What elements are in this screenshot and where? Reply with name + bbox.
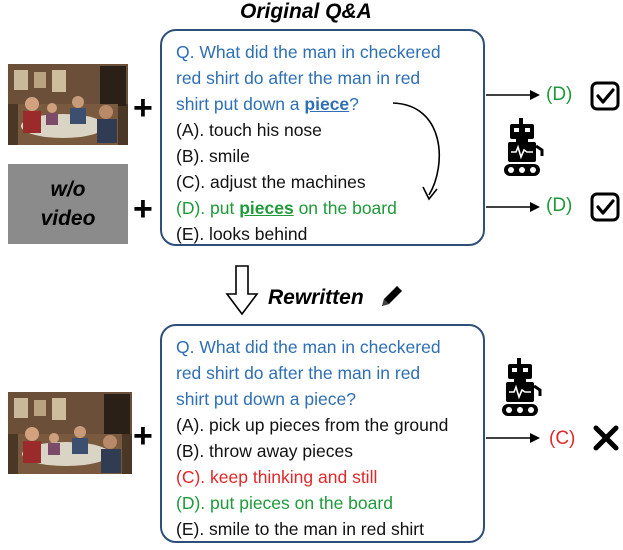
original-answer-novideo: (D) [546, 195, 573, 216]
checkbox-checked-icon [590, 192, 620, 222]
no-video-frame: w/o video [8, 164, 128, 244]
original-qa-title: Original Q&A [240, 0, 372, 23]
plus-icon: + [133, 89, 153, 127]
video-frame-bottom [8, 392, 132, 474]
video-frame-top [8, 64, 128, 145]
option-d-text: (D). put [176, 198, 240, 218]
cross-icon [593, 425, 619, 451]
original-question-line-1: Q. What did the man in checkered [176, 42, 441, 62]
original-option-b: (B). smile [176, 146, 250, 166]
original-qa-box: Q. What did the man in checkered red shi… [160, 29, 485, 246]
option-d-keyword: pieces [239, 198, 294, 218]
plus-icon: + [133, 190, 153, 228]
original-option-e: (E). looks behind [176, 224, 308, 244]
original-option-c: (C). adjust the machines [176, 172, 366, 192]
rewritten-option-a: (A). pick up pieces from the ground [176, 415, 449, 435]
rewritten-option-e: (E). smile to the man in red shirt [176, 519, 424, 539]
option-d-text-end: on the board [293, 198, 397, 218]
robot-icon [504, 118, 544, 176]
original-question-line-2: red shirt do after the man in red [176, 68, 421, 88]
curved-arrow-icon [392, 102, 440, 201]
plus-icon: + [133, 417, 153, 455]
robot-icon [502, 358, 542, 416]
rewritten-question-line-1: Q. What did the man in checkered [176, 337, 441, 357]
arrow-right-icon [486, 202, 540, 212]
down-arrow-icon [225, 265, 259, 316]
rewritten-qa-box: Q. What did the man in checkered red shi… [160, 324, 485, 543]
arrow-right-icon [486, 90, 540, 100]
original-option-a: (A). touch his nose [176, 120, 322, 140]
rewritten-option-b: (B). throw away pieces [176, 441, 354, 461]
pencil-icon [382, 286, 402, 306]
original-question-line-3: shirt put down a piece? [176, 91, 359, 117]
no-video-label-1: w/o [50, 178, 86, 201]
original-answer-video: (D) [546, 84, 573, 105]
question-mark: ? [349, 94, 359, 114]
rewritten-question-line-2: red shirt do after the man in red [176, 363, 421, 383]
rewritten-option-d: (D). put pieces on the board [176, 493, 393, 513]
original-option-d: (D). put pieces on the board [176, 195, 397, 221]
no-video-label-2: video [40, 207, 96, 230]
rewritten-label: Rewritten [268, 286, 364, 309]
rewritten-question-line-3: shirt put down a piece? [176, 389, 356, 409]
checkbox-checked-icon [590, 81, 620, 111]
question-keyword: piece [304, 94, 350, 114]
rewritten-answer: (C) [549, 428, 576, 449]
rewritten-option-c: (C). keep thinking and still [176, 467, 378, 487]
question-text: shirt put down a [176, 94, 305, 114]
arrow-right-icon [486, 433, 540, 443]
